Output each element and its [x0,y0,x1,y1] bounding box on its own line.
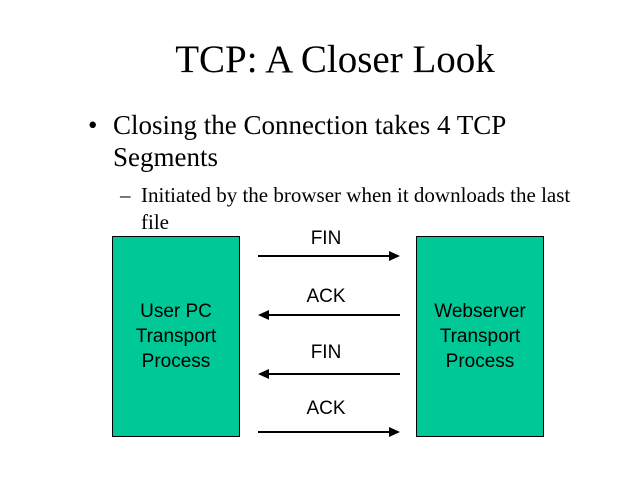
webserver-label-line-2: Transport [439,326,521,347]
message-arrow-3-left [258,369,400,379]
message-arrow-4-right [258,427,400,437]
user-pc-label-line-3: Process [141,351,211,372]
sub-bullet-marker: – [120,183,131,207]
message-arrow-1-right [258,251,400,261]
webserver-label-line-3: Process [445,351,515,372]
webserver-label-line-1: Webserver [434,301,526,322]
message-arrow-2-left [258,310,400,320]
bullet-text: Closing the Connection takes 4 TCP Segme… [113,110,506,172]
bullet-level-2: – Initiated by the browser when it downl… [120,182,590,236]
sub-bullet-text: Initiated by the browser when it downloa… [141,183,571,234]
bullet-marker: • [88,110,98,140]
message-label-1: FIN [310,228,342,249]
message-label-2: ACK [306,286,346,307]
user-pc-label-line-1: User PC [140,301,212,322]
bullet-level-1: • Closing the Connection takes 4 TCP Seg… [88,109,558,173]
user-pc-label-line-2: Transport [135,326,217,347]
message-label-3: FIN [310,342,342,363]
webserver-process-box: Webserver Transport Process [416,236,544,437]
message-label-4: ACK [306,398,346,419]
slide-title: TCP: A Closer Look [175,38,495,81]
user-pc-process-box: User PC Transport Process [112,236,240,437]
